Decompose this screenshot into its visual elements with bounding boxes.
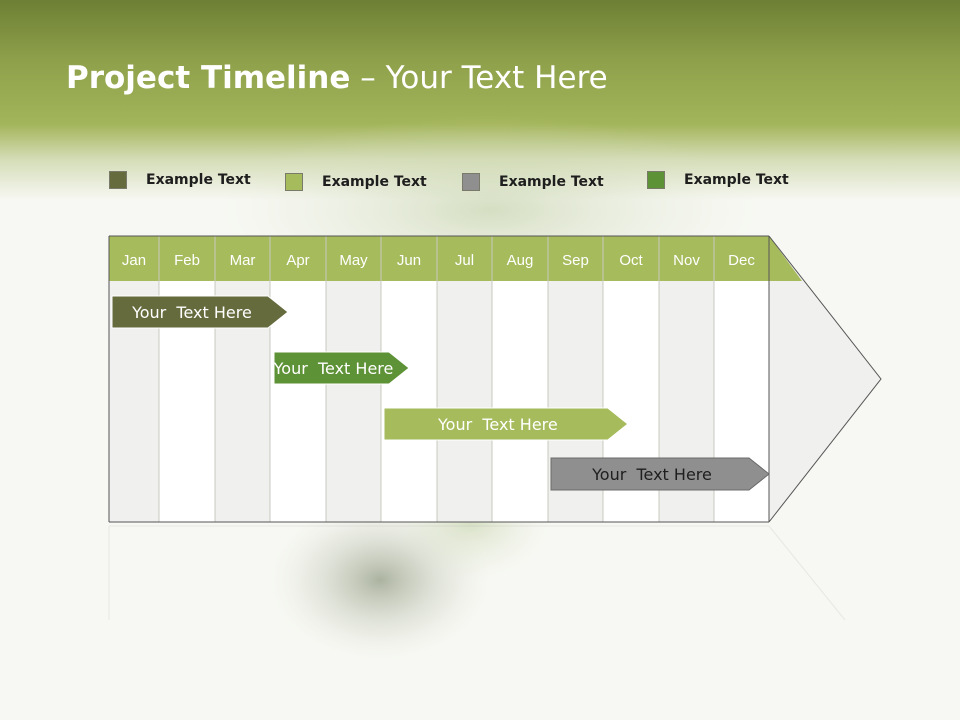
month-column: [437, 281, 492, 522]
legend-label-1: Example Text: [146, 172, 251, 188]
month-label: Jun: [397, 252, 421, 269]
month-header-cell: [603, 236, 659, 281]
title-subtitle: – Your Text Here: [350, 60, 608, 96]
month-column: [270, 281, 326, 522]
timeline-reflection: [108, 525, 846, 621]
month-header-cell: [659, 236, 714, 281]
timeline-arrow-head: [769, 236, 881, 522]
month-header-cell: [381, 236, 437, 281]
month-label: Feb: [174, 252, 200, 269]
month-label: Aug: [507, 252, 534, 269]
month-label: May: [339, 252, 368, 269]
legend-swatch-3: [462, 173, 480, 191]
task-label: Your Text Here: [437, 415, 558, 434]
task-arrow: [273, 351, 410, 385]
legend-swatch-1: [109, 171, 127, 189]
task-bar: Your Text Here: [550, 457, 770, 491]
month-label: Oct: [619, 252, 643, 269]
legend-swatch-2: [285, 173, 303, 191]
task-label: Your Text Here: [131, 303, 252, 322]
month-header-cell: [326, 236, 381, 281]
reflection-arrow-edge: [768, 525, 846, 621]
month-label: Jan: [122, 252, 146, 269]
month-label: Apr: [286, 252, 309, 269]
month-column: [492, 281, 548, 522]
month-header-cell: [714, 236, 769, 281]
month-header-cell: [159, 236, 215, 281]
month-header-cell: [215, 236, 270, 281]
month-header-cell: [548, 236, 603, 281]
month-header-cell: [437, 236, 492, 281]
month-header-cell: [270, 236, 326, 281]
month-column: [381, 281, 437, 522]
month-label: Dec: [728, 252, 755, 269]
timeline-arrow-outline: [768, 235, 882, 523]
task-arrow: [383, 407, 629, 441]
month-label: Nov: [673, 252, 700, 269]
legend-label-4: Example Text: [684, 172, 789, 188]
month-label: Jul: [455, 252, 474, 269]
legend-label-3: Example Text: [499, 174, 604, 190]
task-bar: Your Text Here: [383, 407, 629, 441]
legend-label-2: Example Text: [322, 174, 427, 190]
task-bar: Your Text Here: [111, 295, 289, 329]
task-arrow: [550, 457, 770, 491]
month-label: Sep: [562, 252, 589, 269]
task-label: Your Text Here: [591, 465, 712, 484]
month-header-cell: [492, 236, 548, 281]
month-header-cell: [109, 236, 159, 281]
title-main: Project Timeline: [66, 60, 351, 96]
month-label: Mar: [230, 252, 256, 269]
page-title: Project Timeline – Your Text Here: [66, 60, 608, 96]
task-label: Your Text Here: [273, 359, 394, 378]
task-arrow: [111, 295, 289, 329]
legend-swatch-4: [647, 171, 665, 189]
task-bar: Your Text Here: [273, 351, 410, 385]
month-column: [326, 281, 381, 522]
